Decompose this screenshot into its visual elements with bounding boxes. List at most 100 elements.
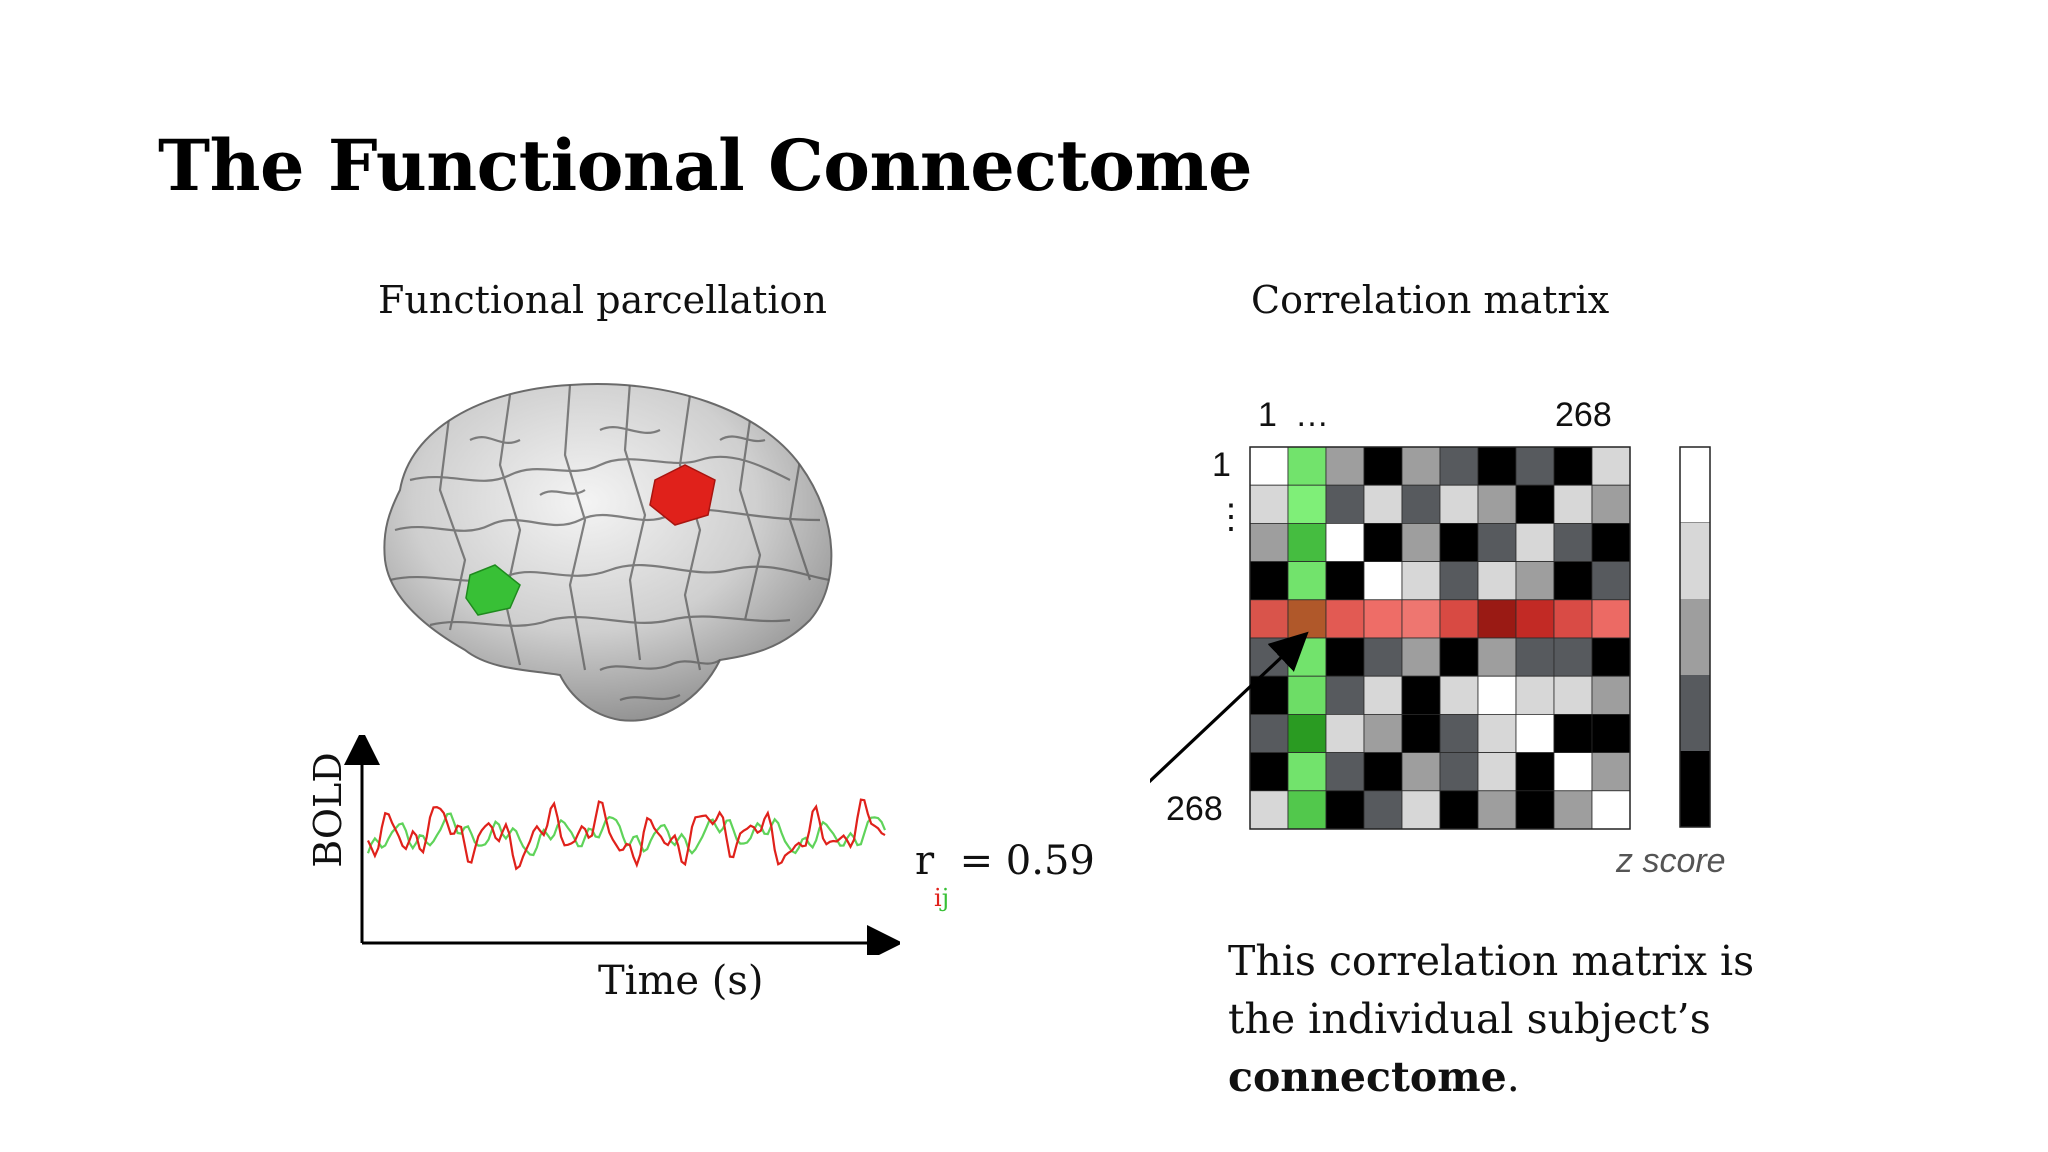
matrix-cell — [1477, 675, 1517, 715]
matrix-frame — [1249, 446, 1631, 830]
matrix-cell-highlight-row — [1477, 599, 1517, 639]
matrix-cell-highlight-col — [1287, 675, 1327, 715]
matrix-cell — [1553, 522, 1593, 562]
matrix-cell — [1401, 675, 1441, 715]
matrix-cell — [1325, 790, 1365, 830]
colorbar-label: z score — [1615, 842, 1726, 880]
matrix-cell-highlight-col — [1287, 752, 1327, 792]
matrix-cell — [1363, 522, 1403, 562]
matrix-cell-highlight-col — [1287, 561, 1327, 601]
matrix-cell-highlight-row — [1553, 599, 1593, 639]
matrix-col-label-first: 1 — [1258, 396, 1277, 434]
r-subscript: ij — [934, 884, 949, 912]
colorbar-frame — [1679, 446, 1711, 828]
matrix-cell-highlight-col — [1287, 713, 1327, 753]
matrix-cell — [1477, 790, 1517, 830]
matrix-cell — [1477, 484, 1517, 524]
matrix-cell — [1553, 675, 1593, 715]
colorbar-segment — [1680, 599, 1710, 675]
matrix-cell — [1515, 561, 1555, 601]
brain-outline — [383, 383, 833, 722]
matrix-cell-highlight-row — [1249, 599, 1289, 639]
matrix-cell — [1515, 637, 1555, 677]
matrix-row-label-last: 268 — [1166, 790, 1223, 828]
matrix-cell-highlight-col — [1287, 790, 1327, 830]
matrix-cell — [1553, 446, 1593, 486]
matrix-cell — [1401, 522, 1441, 562]
correlation-matrix: 1 … 268 1 ⋮ 268 z score — [1150, 396, 1726, 880]
matrix-col-label-last: 268 — [1555, 396, 1612, 434]
matrix-cell — [1553, 637, 1593, 677]
matrix-row-label-first: 1 — [1212, 446, 1231, 484]
matrix-cell — [1477, 522, 1517, 562]
matrix-cell — [1439, 637, 1479, 677]
colorbar-segment — [1680, 675, 1710, 751]
region-j-green — [465, 564, 521, 616]
matrix-cell — [1515, 675, 1555, 715]
matrix-row-label-ellipsis: ⋮ — [1214, 498, 1248, 536]
colorbar-segment — [1679, 446, 1711, 524]
matrix-cell — [1325, 675, 1365, 715]
matrix-cell — [1249, 713, 1289, 753]
matrix-cell — [1553, 790, 1593, 830]
matrix-cell — [1591, 522, 1631, 562]
matrix-cell — [1439, 446, 1479, 486]
matrix-cell — [1477, 561, 1517, 601]
slide-title: The Functional Connectome — [158, 124, 1253, 207]
matrix-cell — [1325, 637, 1365, 677]
matrix-cell — [1591, 790, 1631, 830]
matrix-cell — [1325, 561, 1365, 601]
matrix-cell — [1325, 446, 1365, 486]
time-axis-label: Time (s) — [598, 958, 764, 1004]
matrix-cell — [1439, 752, 1479, 792]
colorbar — [1679, 446, 1711, 828]
matrix-cell — [1591, 752, 1631, 792]
matrix-cell — [1401, 790, 1441, 830]
matrix-cell — [1439, 790, 1479, 830]
matrix-cell — [1363, 446, 1403, 486]
region-i-red — [649, 464, 716, 526]
matrix-cell — [1249, 446, 1289, 486]
correlation-value: r = 0.59 — [915, 838, 1095, 884]
matrix-cell — [1363, 752, 1403, 792]
matrix-cell — [1591, 713, 1631, 753]
matrix-cell — [1401, 713, 1441, 753]
matrix-col-label-ellipsis: … — [1295, 396, 1329, 434]
matrix-cell — [1591, 637, 1631, 677]
colorbar-segment — [1680, 523, 1710, 599]
matrix-cell — [1477, 752, 1517, 792]
bold-series-red — [367, 798, 886, 871]
r-symbol: r — [915, 838, 935, 884]
matrix-cell — [1325, 484, 1365, 524]
matrix-cell — [1553, 484, 1593, 524]
matrix-cell-highlight-row — [1439, 599, 1479, 639]
matrix-cell — [1591, 675, 1631, 715]
brain-surface-icon — [383, 383, 833, 722]
matrix-cell — [1553, 713, 1593, 753]
matrix-cell — [1249, 522, 1289, 562]
matrix-cell — [1249, 561, 1289, 601]
matrix-cell — [1363, 713, 1403, 753]
matrix-cell — [1553, 561, 1593, 601]
matrix-grid — [1249, 446, 1631, 830]
matrix-cell — [1515, 446, 1555, 486]
matrix-cell — [1477, 713, 1517, 753]
matrix-cell — [1325, 752, 1365, 792]
matrix-cell-highlight-col — [1287, 522, 1327, 562]
matrix-cell — [1591, 484, 1631, 524]
matrix-cell-highlight-row — [1515, 599, 1555, 639]
connectome-word: connectome — [1228, 1053, 1507, 1101]
matrix-cell — [1439, 561, 1479, 601]
matrix-cell — [1553, 752, 1593, 792]
matrix-cell — [1591, 446, 1631, 486]
matrix-cell — [1325, 522, 1365, 562]
matrix-cell — [1515, 522, 1555, 562]
matrix-cell — [1477, 637, 1517, 677]
matrix-cell-highlight-row — [1363, 599, 1403, 639]
matrix-cell — [1363, 561, 1403, 601]
matrix-cell — [1363, 790, 1403, 830]
matrix-cell — [1401, 637, 1441, 677]
matrix-cell — [1477, 446, 1517, 486]
matrix-cell — [1401, 484, 1441, 524]
